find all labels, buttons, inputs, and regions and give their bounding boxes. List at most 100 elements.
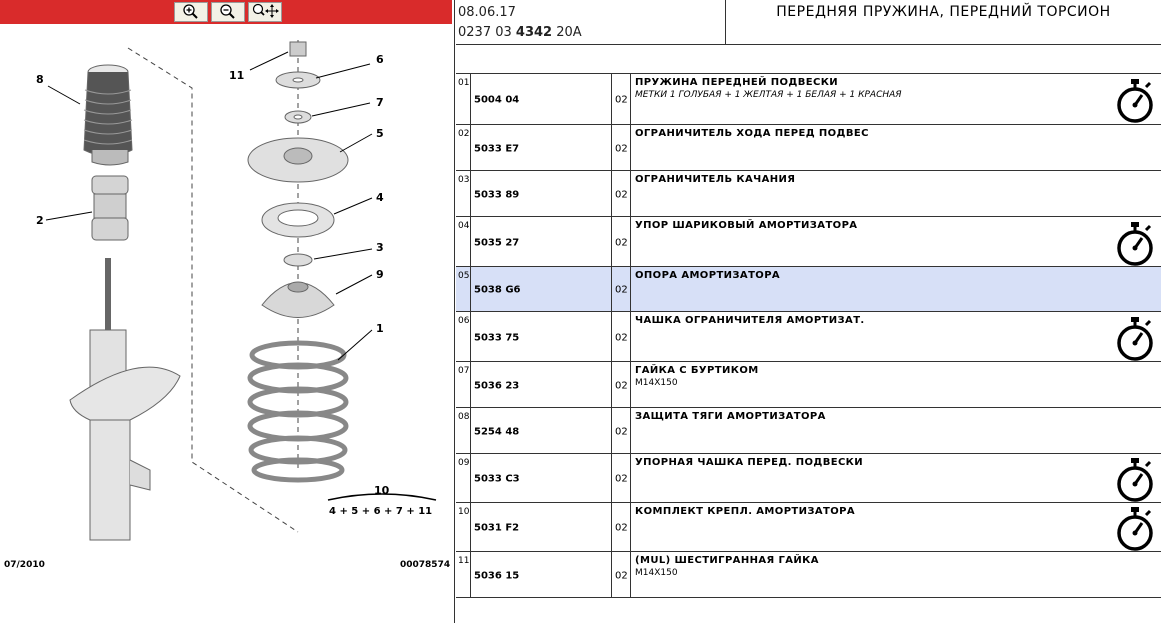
part-ref[interactable]: 5036 23: [474, 380, 520, 392]
part-description: ОПОРА АМОРТИЗАТОРА: [635, 270, 781, 281]
part-ref-cell[interactable]: 5033 C3: [472, 454, 612, 502]
stopwatch-icon[interactable]: [1113, 77, 1157, 125]
part-ref[interactable]: 5036 15: [474, 570, 520, 582]
stopwatch-icon[interactable]: [1113, 456, 1157, 504]
part-description: УПОРНАЯ ЧАШКА ПЕРЕД. ПОДВЕСКИ: [635, 457, 864, 468]
part-ref-cell[interactable]: 5031 F2: [472, 503, 612, 551]
callout-10[interactable]: 10: [374, 484, 390, 497]
part-ref[interactable]: 5033 C3: [474, 473, 520, 485]
part-ref[interactable]: 5035 27: [474, 237, 520, 249]
part-qty: 02: [615, 380, 628, 392]
part-qty: 02: [615, 143, 628, 155]
header-code-suffix: 20A: [556, 25, 582, 40]
part-ref-cell[interactable]: 5036 15: [472, 552, 612, 597]
part-desc-cell[interactable]: ОГРАНИЧИТЕЛЬ ХОДА ПЕРЕД ПОДВЕС: [632, 125, 1161, 170]
part-description: УПОР ШАРИКОВЫЙ АМОРТИЗАТОРА: [635, 220, 858, 231]
part-index: 11: [456, 552, 471, 597]
zoom-pan-button[interactable]: [248, 2, 282, 22]
zoom-pan-icon: [252, 3, 279, 18]
part-qty: 02: [615, 426, 628, 438]
part-ref-cell[interactable]: 5004 04: [472, 74, 612, 124]
callout-7[interactable]: 7: [376, 96, 384, 109]
group-formula: 4 + 5 + 6 + 7 + 11: [329, 506, 433, 517]
part-ref-cell[interactable]: 5033 89: [472, 171, 612, 216]
header-separator: [725, 0, 726, 44]
part-ref-cell[interactable]: 5038 G6: [472, 267, 612, 311]
part-qty: 02: [615, 189, 628, 201]
part-note: M14X150: [635, 378, 678, 388]
part-ref[interactable]: 5254 48: [474, 426, 520, 438]
exploded-view-drawing: [45, 40, 437, 541]
part-qty-cell: 02: [613, 454, 631, 502]
header-code: 0237 03 4342 20A: [458, 25, 582, 40]
part-ref-cell[interactable]: 5033 75: [472, 312, 612, 361]
part-qty-cell: 02: [613, 552, 631, 597]
part-qty-cell: 02: [613, 171, 631, 216]
zoom-in-icon: [183, 4, 198, 19]
callout-2[interactable]: 2: [36, 214, 44, 227]
part-desc-cell[interactable]: ЗАЩИТА ТЯГИ АМОРТИЗАТОРА: [632, 408, 1161, 453]
part-ref[interactable]: 5033 E7: [474, 143, 520, 155]
callout-3[interactable]: 3: [376, 241, 384, 254]
part-index: 03: [456, 171, 471, 216]
part-index: 01: [456, 74, 471, 124]
part-ref-cell[interactable]: 5036 23: [472, 362, 612, 407]
stopwatch-icon[interactable]: [1113, 315, 1157, 363]
part-description: (MUL) ШЕСТИГРАННАЯ ГАЙКА: [635, 555, 819, 566]
callout-6[interactable]: 6: [376, 53, 384, 66]
part-desc-cell[interactable]: ЧАШКА ОГРАНИЧИТЕЛЯ АМОРТИЗАТ.: [632, 312, 1161, 361]
part-ref[interactable]: 5033 75: [474, 332, 520, 344]
part-qty: 02: [615, 473, 628, 485]
callout-1[interactable]: 1: [376, 322, 384, 335]
part-ref[interactable]: 5038 G6: [474, 284, 521, 296]
part-qty-cell: 02: [613, 408, 631, 453]
part-desc-cell[interactable]: УПОР ШАРИКОВЫЙ АМОРТИЗАТОРА: [632, 217, 1161, 266]
part-desc-cell[interactable]: ОГРАНИЧИТЕЛЬ КАЧАНИЯ: [632, 171, 1161, 216]
part-ref-cell[interactable]: 5035 27: [472, 217, 612, 266]
stopwatch-icon[interactable]: [1113, 220, 1157, 268]
part-desc-cell[interactable]: ОПОРА АМОРТИЗАТОРА: [632, 267, 1161, 311]
part-ref-cell[interactable]: 5033 E7: [472, 125, 612, 170]
callout-8[interactable]: 8: [36, 73, 44, 86]
part-index: 07: [456, 362, 471, 407]
part-index: 09: [456, 454, 471, 502]
part-qty: 02: [615, 570, 628, 582]
parts-diagram[interactable]: 8 2 11 6 7 5 4 3 9 1 10 4 + 5 + 6 + 7 + …: [0, 24, 452, 623]
header-info: 08.06.17 0237 03 4342 20A: [456, 0, 724, 44]
part-note: МЕТКИ 1 ГОЛУБАЯ + 1 ЖЕЛТАЯ + 1 БЕЛАЯ + 1…: [635, 90, 902, 100]
callout-9[interactable]: 9: [376, 268, 384, 281]
diagram-toolbar: [0, 0, 452, 24]
part-ref[interactable]: 5033 89: [474, 189, 520, 201]
part-desc-cell[interactable]: КОМПЛЕКТ КРЕПЛ. АМОРТИЗАТОРА: [632, 503, 1161, 551]
stopwatch-icon[interactable]: [1113, 505, 1157, 553]
callout-11[interactable]: 11: [229, 69, 245, 82]
callout-4[interactable]: 4: [376, 191, 384, 204]
part-desc-cell[interactable]: УПОРНАЯ ЧАШКА ПЕРЕД. ПОДВЕСКИ: [632, 454, 1161, 502]
part-index: 08: [456, 408, 471, 453]
zoom-out-button[interactable]: [211, 2, 245, 22]
header-rule: [456, 44, 1161, 45]
part-ref-cell[interactable]: 5254 48: [472, 408, 612, 453]
part-description: КОМПЛЕКТ КРЕПЛ. АМОРТИЗАТОРА: [635, 506, 856, 517]
part-ref[interactable]: 5004 04: [474, 94, 520, 106]
part-qty-cell: 02: [613, 362, 631, 407]
part-qty-cell: 02: [613, 74, 631, 124]
zoom-in-button[interactable]: [174, 2, 208, 22]
callout-5[interactable]: 5: [376, 127, 384, 140]
part-ref[interactable]: 5031 F2: [474, 522, 520, 534]
part-description: ЗАЩИТА ТЯГИ АМОРТИЗАТОРА: [635, 411, 826, 422]
